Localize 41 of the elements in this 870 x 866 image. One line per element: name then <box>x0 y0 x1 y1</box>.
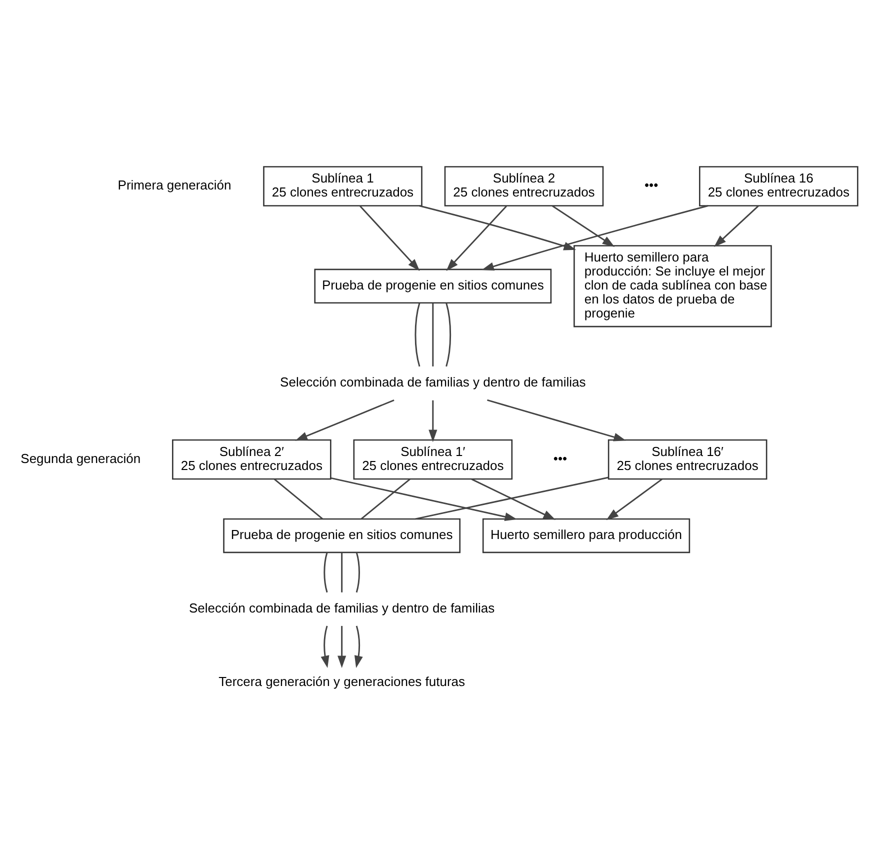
node-box: Huerto semillero para producción: Se incluye el mejor clon de cada sublínea con base en los datos de prueba de progenie <box>574 245 772 328</box>
arrow <box>471 478 556 520</box>
node-box: Sublínea 2 25 clones entrecruzados <box>444 166 604 206</box>
node-box: Sublínea 1 25 clones entrecruzados <box>263 166 422 206</box>
connector <box>446 303 452 367</box>
label: ••• <box>644 178 658 193</box>
arrow <box>330 477 518 521</box>
node-box: Prueba de progenie en sitios comunes <box>314 268 552 304</box>
arrow <box>360 206 420 271</box>
node-box: Sublínea 1′ 25 clones entrecruzados <box>353 439 513 480</box>
arrow <box>714 205 759 248</box>
connector <box>274 478 323 520</box>
connector <box>341 552 343 592</box>
connector <box>360 478 410 520</box>
label: Primera generación <box>118 178 232 193</box>
arrow <box>482 205 708 271</box>
arrow <box>320 626 330 668</box>
node-text: Selección combinada de familias y dentro de familias <box>280 374 586 390</box>
connector <box>414 303 420 367</box>
node-box: Sublínea 16 25 clones entrecruzados <box>699 166 858 206</box>
node-box: Huerto semillero para producción <box>482 518 690 554</box>
node-text: Selección combinada de familias y dentro de familias <box>188 600 495 616</box>
arrow <box>338 626 346 668</box>
arrow <box>446 206 507 271</box>
arrow <box>606 478 662 520</box>
arrow <box>354 626 363 668</box>
node-box: Prueba de progenie en sitios comunes <box>223 518 460 554</box>
connector <box>324 552 328 593</box>
connector <box>415 476 608 520</box>
connector <box>356 552 360 593</box>
arrow <box>295 399 394 441</box>
label: ••• <box>553 450 568 466</box>
arrow <box>428 400 438 442</box>
label: Segunda generación <box>20 450 141 466</box>
node-box: Sublínea 16′ 25 clones entrecruzados <box>608 439 768 480</box>
arrow <box>552 205 615 247</box>
arrow <box>487 399 626 442</box>
node-text: Tercera generación y generaciones futuras <box>218 674 466 689</box>
node-box: Sublínea 2′ 25 clones entrecruzados <box>172 439 332 480</box>
arrow <box>418 205 576 250</box>
connector <box>432 303 434 366</box>
